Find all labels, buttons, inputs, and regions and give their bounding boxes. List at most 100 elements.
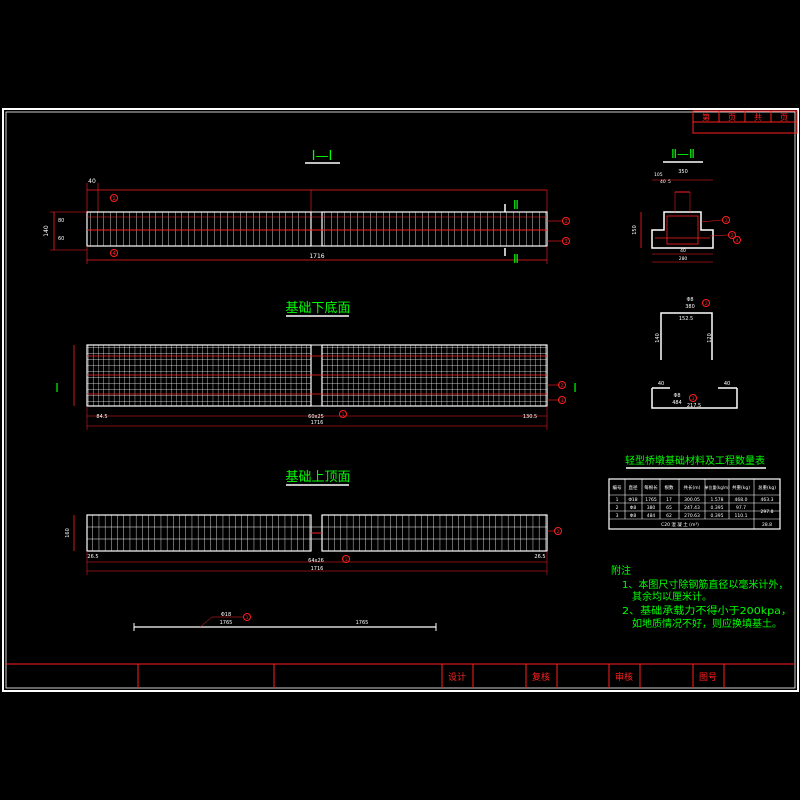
callout-1: 1 (112, 196, 115, 202)
bar-dim-484: 484 (672, 400, 682, 406)
title-block: 设计 复核 审核 图号 (6, 663, 795, 688)
svg-text:Φ18: Φ18 (628, 497, 637, 503)
th-total-len: 共长(m) (684, 484, 701, 491)
table-title: 轻型桥墩基础材料及工程数量表 (625, 454, 765, 467)
table-row: 2 Φ8 380 65 247.43 0.395 97.7 297.8 (616, 505, 774, 515)
tp-dim-right: 26.5 (534, 554, 545, 560)
svg-text:65: 65 (666, 505, 672, 511)
tp-callout-1: 1 (345, 557, 348, 563)
svg-text:1.578: 1.578 (711, 497, 724, 503)
th-count: 根数 (665, 484, 674, 491)
dim-h-140: 140 (43, 225, 50, 237)
bar-dim-phi8b: Φ8 (673, 393, 680, 399)
note-line-3: 2、基础承载力不得小于200kpa， (622, 604, 792, 617)
bp-dim-total: 1716 (311, 420, 324, 426)
svg-text:297.8: 297.8 (761, 509, 774, 515)
page-label-4: 页 (780, 113, 788, 122)
callout-2: 2 (564, 219, 567, 225)
bar-callout-2: 2 (705, 301, 708, 307)
s2-callout-1: 1 (725, 218, 728, 224)
rebar-label: Φ18 (221, 612, 231, 618)
top-plan-view: 基础上顶面 26.5 26.5 64x26 1716 160 1 2 (65, 470, 562, 575)
bp-dim-left: 84.5 (96, 414, 107, 420)
bar-dim-40a: 40 (658, 381, 664, 387)
svg-text:0.395: 0.395 (711, 505, 724, 511)
s2-dim-105: 105 (654, 172, 663, 178)
tp-dim-mid: 64x26 (308, 558, 324, 564)
bp-dim-mid: 60x25 (308, 414, 324, 420)
bar-dim-217: 217.5 (687, 403, 701, 409)
svg-text:468.0: 468.0 (735, 497, 748, 503)
bar-dim-40b: 40 (724, 381, 730, 387)
dim-total-1716: 1716 (309, 253, 324, 260)
th-len: 每根长 (644, 484, 658, 491)
svg-text:62: 62 (666, 513, 672, 519)
s2-dim-350: 350 (678, 169, 688, 175)
note-line-4: 如地质情况不好，则应换填基土。 (632, 617, 782, 630)
section-2-title: Ⅱ—Ⅱ (671, 147, 695, 161)
s2-callout-4: 4 (736, 238, 739, 244)
page-label-1: 第 (702, 112, 710, 122)
dim-h-60: 60 (58, 236, 64, 242)
bp-callout-1: 1 (342, 412, 345, 418)
dim-top-40: 40 (88, 178, 96, 185)
th-wt: 共重(kg) (732, 484, 750, 491)
svg-text:97.7: 97.7 (736, 505, 746, 511)
page-label-3: 共 (754, 113, 762, 122)
table-footer-label: C20 混 凝 土 (m³) (661, 521, 699, 528)
svg-text:270.63: 270.63 (684, 513, 700, 519)
rebar-callout: 1 (246, 615, 249, 621)
bar-dim-phi8: Φ8 (686, 297, 693, 303)
svg-text:1765: 1765 (645, 497, 657, 503)
rebar-line-detail: 1765 1765 Φ18 1 (133, 612, 437, 631)
bp-callout-2: 2 (561, 383, 564, 389)
svg-text:110.1: 110.1 (735, 513, 748, 519)
section-2-view: Ⅱ—Ⅱ 350 105 40 5 40 280 150 1 2 4 (632, 147, 741, 263)
bp-callout-3: 3 (561, 398, 564, 404)
drawing-number-label: 图号 (699, 672, 717, 683)
svg-text:1: 1 (616, 497, 619, 503)
sheet-border (2, 108, 799, 692)
bottom-plan-view: 基础下底面 84.5 60x25 130.5 1716 Ⅰ Ⅰ 1 2 3 (55, 300, 577, 430)
callout-4: 4 (112, 251, 115, 257)
th-unit-wt: 单位重(kg/m) (704, 484, 730, 490)
svg-text:300.05: 300.05 (684, 497, 700, 503)
rebar-dim-right: 1765 (356, 620, 369, 626)
cut-mark-2-bottom: Ⅱ (513, 252, 519, 266)
quantity-table: 轻型桥墩基础材料及工程数量表 编号 直径 每根长 根数 共长(m) 单位重(kg… (608, 454, 781, 530)
table-row: 1 Φ18 1765 17 300.05 1.578 468.0 463.3 (616, 497, 774, 503)
top-plan-title: 基础上顶面 (285, 470, 350, 485)
bar-dim-140: 140 (655, 333, 661, 343)
table-footer-value: 28.8 (762, 522, 772, 528)
svg-text:2: 2 (616, 505, 619, 511)
svg-text:0.395: 0.395 (711, 513, 724, 519)
svg-text:463.3: 463.3 (761, 497, 774, 503)
designer-label: 设计 (448, 671, 466, 683)
th-total-wt: 总重(kg) (758, 484, 776, 491)
bar-dim-120: 120 (707, 333, 713, 343)
bar-detail-view: Φ8 380 152.5 140 120 2 40 40 Φ8 484 217.… (651, 297, 738, 409)
s2-dim-40: 40 (660, 179, 666, 185)
tp-dim-left: 26.5 (87, 554, 98, 560)
notes-block: 附注 1、本图尺寸除钢筋直径以毫米计外， 其余均以厘米计。 2、基础承载力不得小… (611, 564, 792, 630)
th-no: 编号 (613, 484, 622, 491)
bar-callout-3: 3 (692, 396, 695, 402)
page-counter-block: 第 页 共 页 (692, 110, 798, 134)
bar-dim-380: 380 (685, 304, 695, 310)
svg-text:17: 17 (666, 497, 672, 503)
notes-heading: 附注 (611, 564, 631, 577)
callout-3: 3 (564, 239, 567, 245)
section-1-title: Ⅰ—Ⅰ (312, 149, 333, 164)
svg-text:Φ8: Φ8 (630, 505, 637, 511)
bar-dim-152: 152.5 (679, 316, 693, 322)
table-row: 3 Φ8 484 62 270.63 0.395 110.1 (616, 513, 748, 519)
cut-mark-2-top: Ⅱ (513, 198, 519, 212)
tp-dim-total: 1716 (311, 566, 324, 572)
s2-callout-2: 2 (731, 233, 734, 239)
bp-dim-right: 130.5 (523, 414, 537, 420)
inner-border (5, 111, 796, 689)
checker-label: 复核 (532, 671, 550, 683)
tp-callout-2: 2 (557, 529, 560, 535)
note-line-1: 1、本图尺寸除钢筋直径以毫米计外， (622, 578, 788, 591)
page-label-2: 页 (728, 113, 736, 122)
